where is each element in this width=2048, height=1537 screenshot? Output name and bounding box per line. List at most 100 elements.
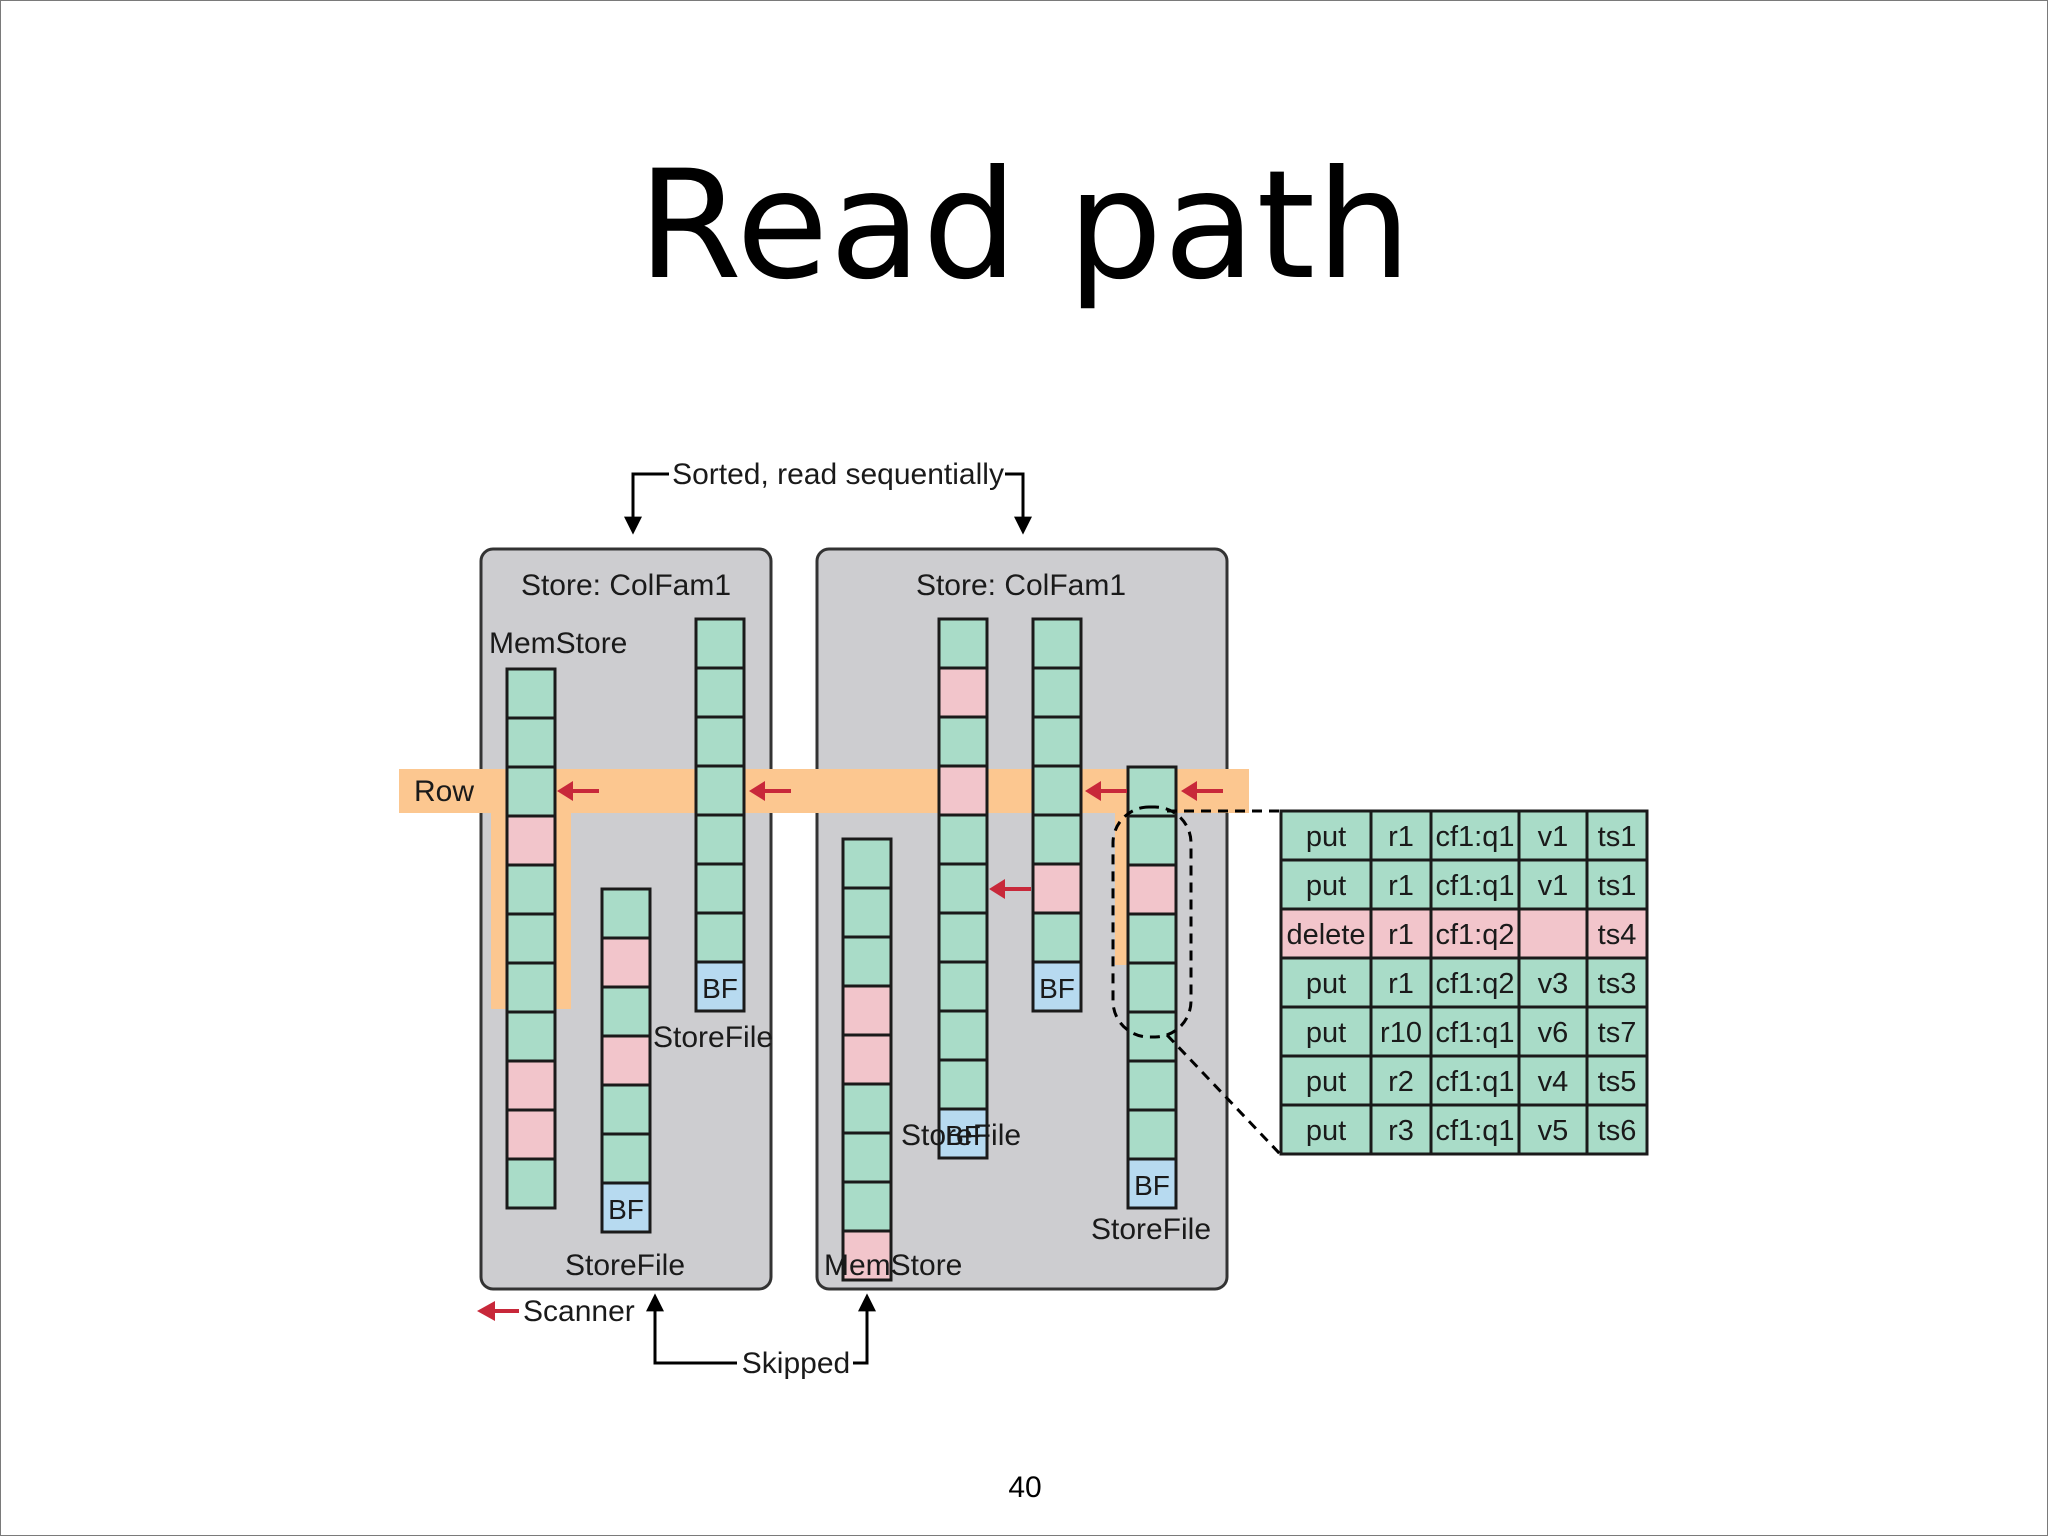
cell-deleted [1031,862,1083,915]
cell [937,813,989,866]
store-title-right: Store: ColFam1 [916,569,1126,602]
storefile-label-left-b: StoreFile [653,1021,773,1054]
store-title-left: Store: ColFam1 [521,569,731,602]
kv-table-cell [1429,956,1521,1009]
kv-table-cell [1517,1103,1589,1156]
storefile-left-a: BF [600,887,652,1234]
cell [694,764,746,817]
kv-table-cell-text: cf1:q1 [1436,1066,1515,1098]
cell [841,1180,893,1233]
memstore-label-right: MemStore [824,1249,962,1282]
cell [505,1157,557,1210]
kv-table-cell [1279,907,1373,960]
kv-table-cell-text: ts1 [1598,821,1637,853]
cell [694,666,746,719]
cell [600,887,652,940]
cell [1126,912,1178,965]
kv-table-cell [1585,1054,1649,1107]
kv-table-cell-text: r2 [1388,1066,1414,1098]
cell [505,961,557,1014]
kv-table-cell-text: cf1:q1 [1436,870,1515,902]
cell [937,1058,989,1111]
cell [694,911,746,964]
kv-table-cell [1517,809,1589,862]
scanner-arrow [557,781,599,801]
bloom-filter-cell [600,1181,652,1234]
scanner-arrows [557,781,1223,899]
cell [1126,814,1178,867]
kv-table-cell-text: r1 [1388,821,1414,853]
cell [937,617,989,670]
cell-deleted [937,764,989,817]
cell [600,1083,652,1136]
kv-table-cell [1279,809,1373,862]
kv-table-cell-text: cf1:q1 [1436,1017,1515,1049]
cell [694,862,746,915]
cell [1126,961,1178,1014]
kv-table-cell [1369,1005,1433,1058]
sorted-label: Sorted, read sequentially [672,458,1004,491]
kv-table-cell-text: cf1:q1 [1436,1115,1515,1147]
kv-table-cell-text: v6 [1538,1017,1569,1049]
cell-deleted [600,1034,652,1087]
memstore-label-left: MemStore [489,627,627,660]
skipped-bracket [646,1293,876,1365]
row-label: Row [414,775,474,808]
kv-table-cell-text: put [1306,1017,1346,1049]
skipped-label: Skipped [742,1347,850,1380]
legend-label: Scanner [523,1295,635,1328]
cell [505,863,557,916]
bloom-filter-label: BF [1039,973,1075,1004]
zoom-ellipse [1111,805,1193,1039]
cell [505,1010,557,1063]
zoom-connector-bottom [1165,1033,1283,1157]
kv-table-cell-text: ts6 [1598,1115,1637,1147]
cell [1031,666,1083,719]
cell [1031,813,1083,866]
kv-table-cell-text: cf1:q2 [1436,919,1515,951]
kv-table-cell-text: v1 [1538,870,1569,902]
slide-title: Read path [637,139,1413,313]
kv-table-cell [1369,1103,1433,1156]
kv-table-cell-text: put [1306,1115,1346,1147]
cell [505,667,557,720]
cell [937,1009,989,1062]
store-box-right [815,547,1229,1291]
cell [505,765,557,818]
kv-table-cell-text: put [1306,968,1346,1000]
kv-table-cell-text: put [1306,870,1346,902]
cell-deleted [841,1229,893,1282]
kv-table-cell-text: v3 [1538,968,1569,1000]
cell-deleted [505,1059,557,1112]
kv-table-cell [1517,907,1589,960]
cell-deleted [505,1108,557,1161]
storefile-right-c: BF [1126,765,1178,1210]
scanner-arrow [1181,781,1223,801]
memstore-left [505,667,557,1210]
kv-table-cell-text: r1 [1388,919,1414,951]
storefile-label-right-a: StoreFile [901,1119,1021,1152]
kv-table-cell-text: delete [1286,919,1365,951]
kv-table-cell-text: ts5 [1598,1066,1637,1098]
legend-scanner-arrow [477,1301,519,1321]
bloom-filter-label: BF [608,1194,644,1225]
cell [841,837,893,890]
kv-table-cell-text: ts7 [1598,1017,1637,1049]
kv-table-cell [1585,1103,1649,1156]
cell-deleted [600,936,652,989]
cell [937,862,989,915]
page-number: 40 [1008,1471,1042,1504]
kv-table-cell [1279,956,1373,1009]
storefile-right-b: BF [1031,617,1083,1013]
cell [1031,764,1083,817]
cell [1031,715,1083,768]
